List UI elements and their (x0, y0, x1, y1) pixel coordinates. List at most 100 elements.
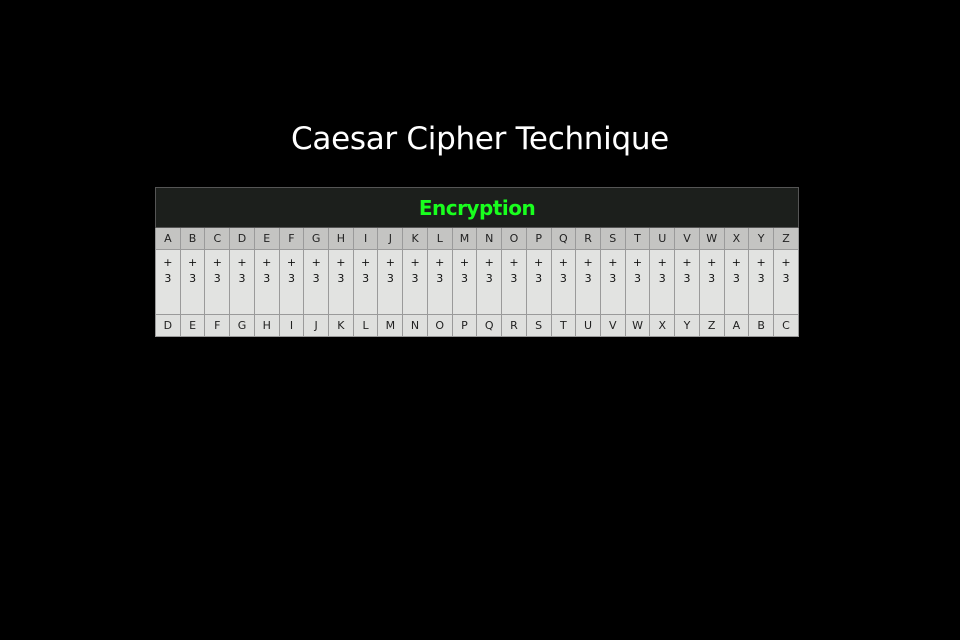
plain-letter-cell: U (649, 227, 676, 250)
cipher-letter-cell: B (748, 314, 774, 337)
cipher-letter-cell: E (179, 314, 206, 337)
cipher-letter-cell: W (624, 314, 651, 337)
shift-sign: + (336, 256, 346, 269)
plain-letter-cell: N (476, 227, 503, 250)
shift-sign: + (756, 256, 766, 269)
cipher-letter-cell: H (253, 314, 280, 337)
shift-value: 3 (213, 272, 221, 285)
shift-sign: + (632, 256, 643, 269)
plain-letter-cell: Q (550, 227, 577, 250)
shift-value: 3 (658, 272, 666, 285)
shift-cell: +3 (501, 249, 527, 315)
plain-letter-cell: E (253, 227, 280, 250)
cipher-letter-cell: J (303, 314, 330, 337)
shift-value: 3 (609, 272, 617, 285)
shift-sign: + (435, 256, 445, 269)
plain-letter-cell: W (698, 227, 725, 250)
shift-cell: +3 (624, 249, 651, 315)
plain-letter-cell: H (328, 227, 354, 250)
cipher-letter-cell: Q (476, 314, 503, 337)
shift-value: 3 (436, 272, 444, 285)
shift-sign: + (459, 256, 470, 269)
shift-row: +3+3+3+3+3+3+3+3+3+3+3+3+3+3+3+3+3+3+3+3… (155, 249, 800, 315)
cipher-letter-cell: Z (698, 314, 725, 337)
shift-cell: +3 (426, 249, 453, 315)
plain-letter-cell: G (303, 227, 330, 250)
shift-value: 3 (411, 272, 419, 285)
plain-letter-cell: T (624, 227, 651, 250)
plain-letter-cell: J (377, 227, 404, 250)
shift-cell: +3 (599, 249, 626, 315)
shift-cell: +3 (723, 249, 750, 315)
cipher-letter-cell: X (649, 314, 676, 337)
plain-letter-cell: B (179, 227, 206, 250)
shift-cell: +3 (402, 249, 428, 315)
shift-value: 3 (708, 272, 716, 285)
plain-letter-cell: K (402, 227, 428, 250)
shift-cell: +3 (748, 249, 774, 315)
shift-sign: + (657, 256, 667, 269)
shift-value: 3 (485, 272, 493, 285)
shift-sign: + (385, 256, 395, 269)
shift-sign: + (509, 256, 519, 269)
plain-letter-cell: C (204, 227, 231, 250)
cipher-letter-cell: M (377, 314, 404, 337)
shift-cell: +3 (377, 249, 404, 315)
shift-sign: + (534, 256, 544, 269)
shift-sign: + (707, 256, 717, 269)
cipher-letter-cell: G (229, 314, 255, 337)
shift-value: 3 (732, 272, 740, 285)
plain-letter-cell: S (599, 227, 626, 250)
cipher-letter-cell: D (155, 314, 181, 337)
shift-cell: +3 (525, 249, 552, 315)
shift-cell: +3 (278, 249, 305, 315)
shift-value: 3 (683, 272, 691, 285)
shift-value: 3 (164, 272, 172, 285)
shift-sign: + (608, 256, 618, 269)
encryption-header: Encryption (155, 187, 799, 228)
shift-value: 3 (386, 272, 394, 285)
plain-letter-cell: D (229, 227, 255, 250)
shift-cell: +3 (204, 249, 231, 315)
plain-letter-cell: A (155, 227, 181, 250)
shift-value: 3 (535, 272, 543, 285)
shift-sign: + (781, 256, 791, 269)
shift-value: 3 (263, 272, 271, 285)
plain-letter-cell: Y (748, 227, 774, 250)
cipher-letter-cell: F (204, 314, 231, 337)
shift-value: 3 (362, 272, 370, 285)
shift-value: 3 (634, 272, 642, 285)
plain-letter-cell: R (575, 227, 601, 250)
shift-value: 3 (510, 272, 518, 285)
shift-value: 3 (559, 272, 567, 285)
shift-sign: + (237, 256, 247, 269)
shift-value: 3 (460, 272, 468, 285)
shift-cell: +3 (575, 249, 601, 315)
shift-value: 3 (782, 272, 790, 285)
shift-sign: + (311, 256, 321, 269)
cipher-letter-cell: O (426, 314, 453, 337)
cipher-letter-cell: U (575, 314, 601, 337)
cipher-letter-cell: N (402, 314, 428, 337)
shift-cell: +3 (155, 249, 181, 315)
shift-cell: +3 (649, 249, 676, 315)
cipher-letter-cell: R (501, 314, 527, 337)
shift-sign: + (286, 256, 297, 269)
shift-value: 3 (312, 272, 320, 285)
shift-sign: + (682, 256, 692, 269)
plain-letter-cell: P (525, 227, 552, 250)
shift-sign: + (583, 256, 593, 269)
shift-sign: + (410, 256, 420, 269)
cipher-letter-cell: S (525, 314, 552, 337)
shift-cell: +3 (451, 249, 478, 315)
shift-sign: + (187, 256, 198, 269)
shift-value: 3 (337, 272, 345, 285)
plain-letter-cell: V (674, 227, 700, 250)
cipher-letter-cell: V (599, 314, 626, 337)
plain-letter-cell: O (501, 227, 527, 250)
shift-sign: + (558, 256, 568, 269)
cipher-letter-cell: P (451, 314, 478, 337)
shift-value: 3 (238, 272, 246, 285)
